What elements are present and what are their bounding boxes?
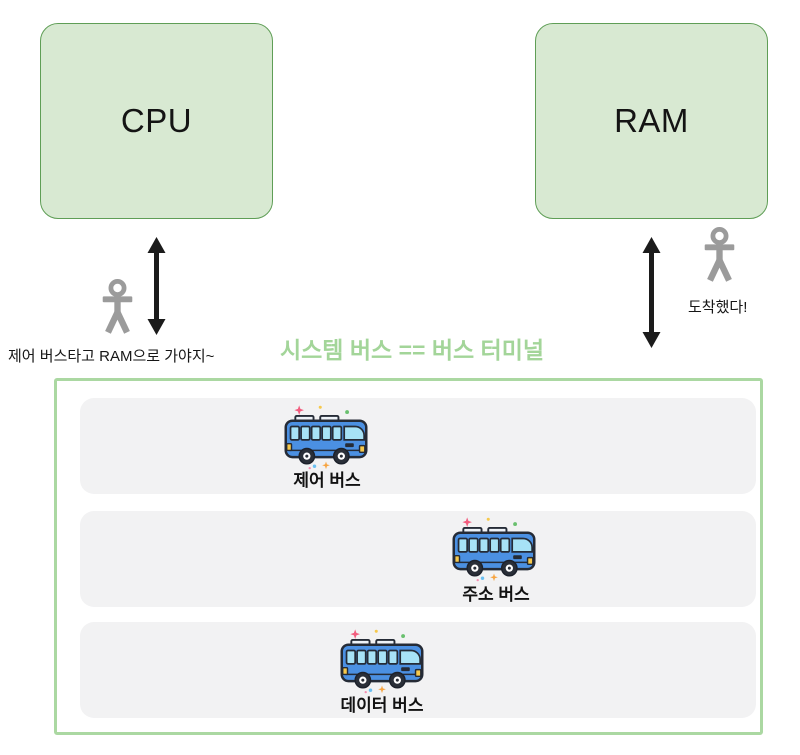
- cpu-box: CPU: [40, 23, 273, 219]
- ram-arrival-text: 도착했다!: [688, 299, 748, 316]
- ram-bus-arrow-icon: [642, 237, 661, 348]
- cpu-thought-text: 제어 버스타고 RAM으로 가야지~: [8, 348, 215, 365]
- cpu-label: CPU: [120, 102, 193, 139]
- person-icon: [101, 279, 134, 335]
- ram-label: RAM: [614, 102, 689, 139]
- address-bus-lane: [80, 511, 756, 607]
- ram-box: RAM: [535, 23, 768, 219]
- cpu-bus-arrow-icon: [147, 237, 166, 335]
- bus-icon: [448, 516, 540, 582]
- control-bus-lane: [80, 398, 756, 494]
- address-bus-label: 주소 버스: [462, 585, 530, 604]
- bus-icon: [280, 404, 372, 470]
- person-icon: [703, 227, 736, 283]
- data-bus-label: 데이터 버스: [340, 696, 424, 715]
- system-bus-title: 시스템 버스 == 버스 터미널: [279, 337, 545, 363]
- bus-icon: [336, 628, 428, 694]
- control-bus-label: 제어 버스: [293, 471, 361, 490]
